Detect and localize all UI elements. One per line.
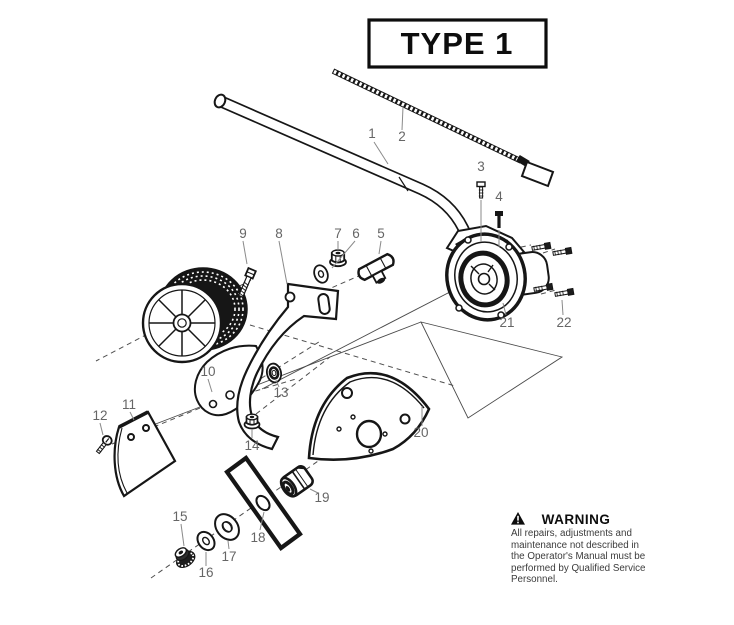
- knob: [357, 252, 395, 284]
- part-label-14: 14: [244, 438, 260, 453]
- part-label-6: 6: [352, 226, 360, 241]
- wheel-bolt: [237, 266, 257, 298]
- blade: [224, 455, 303, 551]
- part-number-labels: 1 2 3 4 5 6 7 8 9 10 11 12 13 14 15 16 1…: [92, 126, 571, 580]
- warning-line: Personnel.: [511, 574, 558, 586]
- screw-12: [95, 435, 113, 455]
- debris-shield: [307, 371, 431, 462]
- part-label-18: 18: [250, 530, 265, 545]
- drive-cable: [331, 68, 555, 188]
- part-label-17: 17: [221, 549, 236, 564]
- nut-15: [174, 547, 196, 568]
- warning-note: WARNING All repairs, adjustments and mai…: [511, 512, 669, 586]
- guard-plate: [113, 410, 177, 498]
- part-label-19: 19: [314, 490, 329, 505]
- part-label-21: 21: [499, 315, 514, 330]
- gearbox-screws: [531, 241, 575, 297]
- part-label-4: 4: [495, 189, 503, 204]
- washer-6: [313, 264, 329, 284]
- part-label-13: 13: [273, 385, 288, 400]
- nut-7: [329, 249, 347, 268]
- washer-16: [196, 530, 216, 552]
- type-title-box: TYPE 1: [367, 18, 548, 69]
- screw-3: [476, 181, 486, 199]
- part-label-5: 5: [377, 226, 385, 241]
- part-label-15: 15: [172, 509, 187, 524]
- part-label-20: 20: [413, 425, 428, 440]
- part-label-10: 10: [200, 364, 215, 379]
- gearbox-head: [445, 224, 550, 322]
- leader-lines: [99, 106, 564, 566]
- warning-body: All repairs, adjustments and maintenance…: [511, 528, 669, 586]
- part-label-22: 22: [556, 315, 571, 330]
- part-label-12: 12: [92, 408, 107, 423]
- warning-line: maintenance not described in: [511, 539, 639, 551]
- warning-heading: WARNING: [511, 512, 641, 527]
- blade-adapter: [279, 465, 314, 498]
- part-label-2: 2: [398, 129, 406, 144]
- part-label-16: 16: [198, 565, 213, 580]
- bracket-upper: [236, 282, 340, 451]
- warning-heading-text: WARNING: [541, 512, 611, 527]
- type-title: TYPE 1: [401, 26, 514, 61]
- warning-triangle-icon: [511, 512, 525, 525]
- part-label-1: 1: [368, 126, 376, 141]
- washer-13: [265, 362, 283, 384]
- wheel: [141, 267, 248, 364]
- nut-14: [243, 413, 261, 430]
- screw-4: [495, 211, 503, 228]
- part-label-11: 11: [122, 397, 136, 412]
- part-label-8: 8: [275, 226, 283, 241]
- washer-17: [214, 513, 240, 541]
- warning-line: the Operator's Manual must be: [511, 551, 646, 563]
- part-label-9: 9: [239, 226, 247, 241]
- warning-line: All repairs, adjustments and: [511, 528, 632, 539]
- part-label-7: 7: [334, 226, 342, 241]
- part-label-3: 3: [477, 159, 485, 174]
- warning-line: performed by Qualified Service: [511, 562, 646, 574]
